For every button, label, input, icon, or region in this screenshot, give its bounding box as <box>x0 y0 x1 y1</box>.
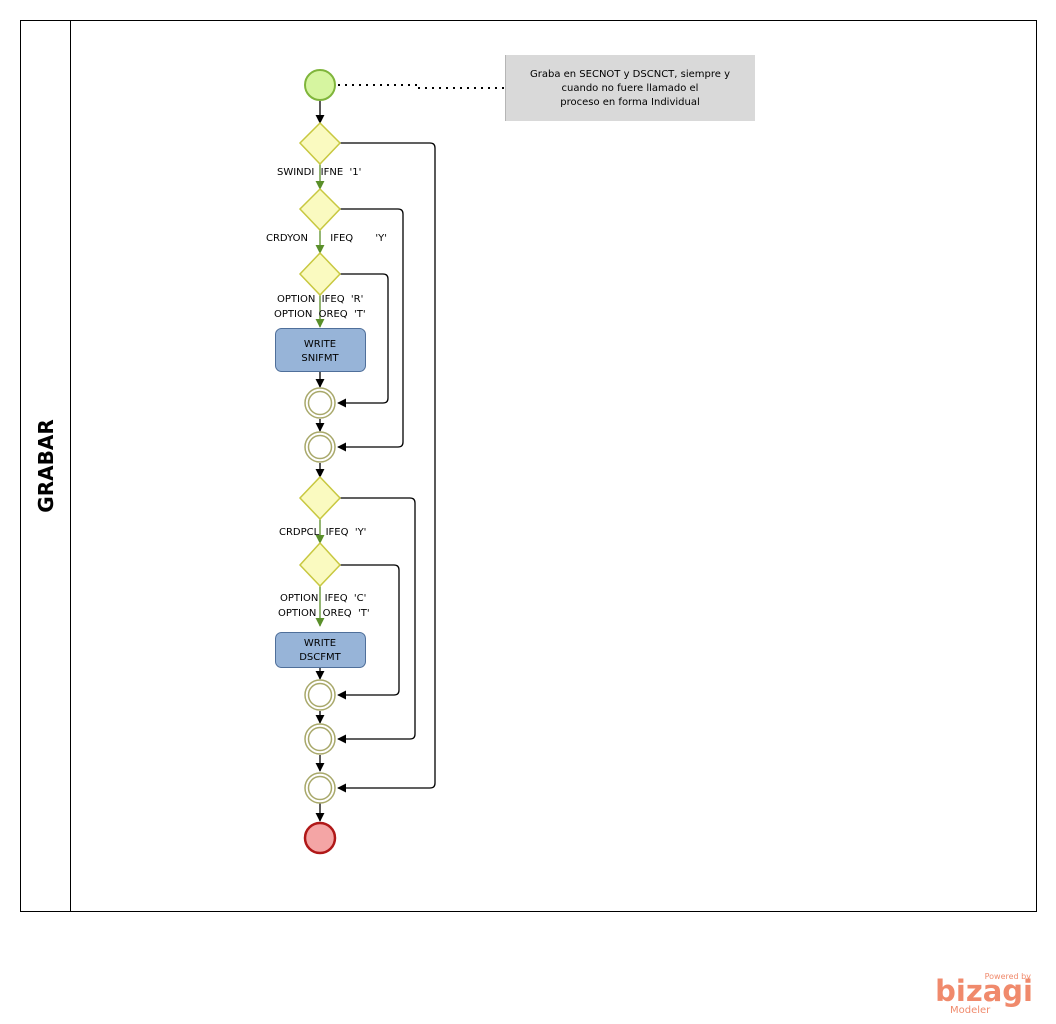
condition-label: SWINDI IFNE '1' <box>277 167 361 178</box>
flow-gateway-4-else <box>337 497 416 744</box>
annotation-line: proceso en forma Individual <box>560 97 700 108</box>
text-annotation[interactable]: Graba en SECNOT y DSCNCT, siempre y cuan… <box>505 55 755 121</box>
merge-event[interactable] <box>304 723 336 755</box>
task-write-dscfmt[interactable]: WRITE DSCFMT <box>275 632 366 668</box>
exclusive-gateway[interactable] <box>298 541 342 588</box>
merge-event[interactable] <box>304 387 336 419</box>
flow-gateway-1-else <box>337 142 436 793</box>
end-event[interactable] <box>303 821 337 855</box>
pool-frame <box>20 20 1037 912</box>
task-write-snifmt[interactable]: WRITE SNIFMT <box>275 328 366 372</box>
flow-gateway-5-else <box>337 564 400 700</box>
merge-event[interactable] <box>304 679 336 711</box>
task-label: SNIFMT <box>301 353 339 364</box>
sequence-flows <box>315 101 436 822</box>
exclusive-gateway[interactable] <box>298 121 342 166</box>
start-event[interactable] <box>304 69 336 101</box>
condition-label: CRDPCL IFEQ 'Y' <box>279 527 366 538</box>
condition-label: OPTION OREQ 'T' <box>278 608 370 619</box>
lane-title: GRABAR <box>34 419 58 512</box>
bizagi-logo: Powered by bizagi Modeler <box>935 972 1033 1016</box>
condition-label: OPTION IFEQ 'C' <box>280 593 366 604</box>
task-label: WRITE <box>304 339 336 350</box>
exclusive-gateway[interactable] <box>298 187 342 232</box>
powered-by-text: Powered by <box>985 972 1032 981</box>
merge-event[interactable] <box>304 772 336 804</box>
task-label: DSCFMT <box>299 652 341 663</box>
merge-event[interactable] <box>304 431 336 463</box>
flow-gateway-3-else <box>337 273 389 408</box>
annotation-line: cuando no fuere llamado el <box>562 83 699 94</box>
condition-label: OPTION IFEQ 'R' <box>277 294 363 305</box>
flow-gateway-2-else <box>337 208 404 452</box>
task-label: WRITE <box>304 638 336 649</box>
condition-label: OPTION OREQ 'T' <box>274 309 366 320</box>
exclusive-gateway[interactable] <box>298 251 342 297</box>
brand-product: Modeler <box>950 1005 991 1016</box>
annotation-line: Graba en SECNOT y DSCNCT, siempre y <box>530 69 730 80</box>
condition-label: CRDYON IFEQ 'Y' <box>266 233 387 244</box>
brand-name: bizagi <box>935 974 1033 1008</box>
exclusive-gateway[interactable] <box>298 475 342 521</box>
